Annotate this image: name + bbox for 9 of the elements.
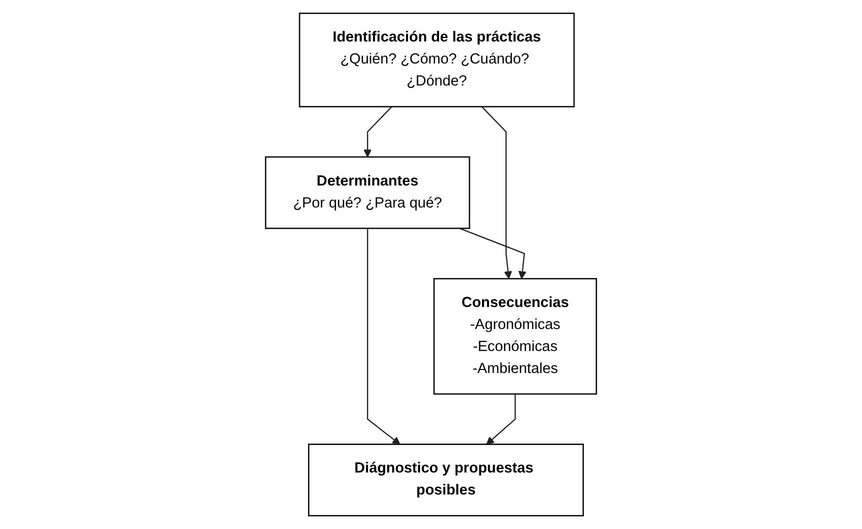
node-box: Consecuencias -Agronómicas -Económicas -Ambientales xyxy=(433,278,598,395)
arrow xyxy=(459,228,526,280)
node-box: Diágnostico y propuestas posibles xyxy=(308,444,584,516)
node-box: Identificación de las prácticas ¿Quién? ¿Cómo? ¿Cuándo? ¿Dónde? xyxy=(298,12,575,108)
arrow xyxy=(364,106,392,158)
arrow xyxy=(481,106,512,280)
node-box: Determinantes ¿Por qué? ¿Para qué? xyxy=(264,156,470,230)
arrow xyxy=(366,228,400,445)
arrow xyxy=(486,394,516,445)
